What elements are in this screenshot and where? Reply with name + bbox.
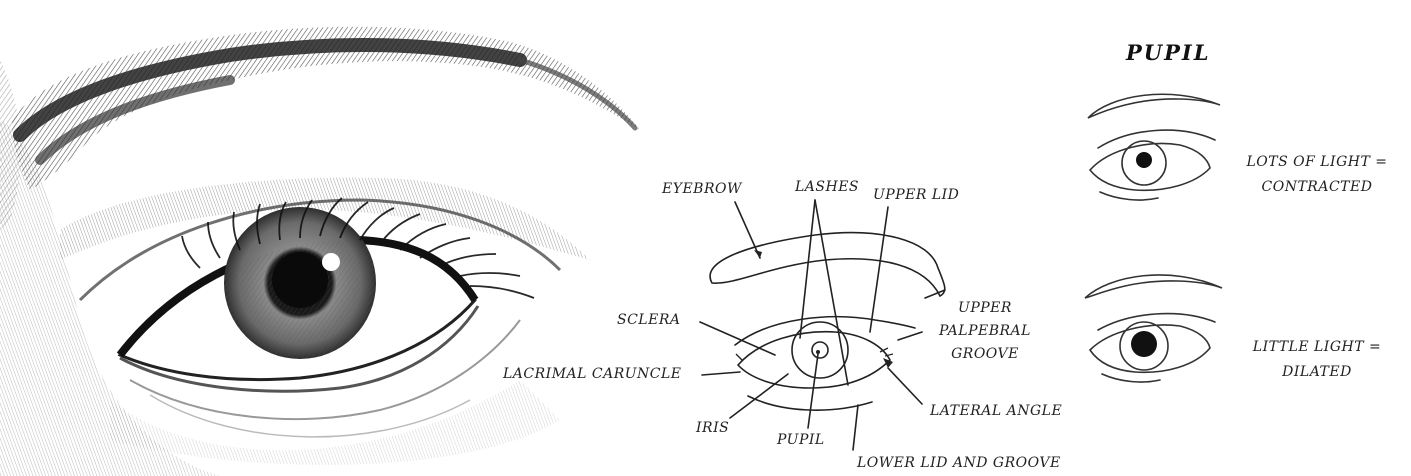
label-dilated: LITTLE LIGHT = DILATED <box>1232 335 1402 385</box>
label-contracted: LOTS OF LIGHT = CONTRACTED <box>1232 150 1402 200</box>
label-dilated-line1: LITTLE LIGHT = <box>1232 335 1402 360</box>
label-contracted-line2: CONTRACTED <box>1232 175 1402 200</box>
contracted-pupil <box>1136 152 1152 168</box>
contracted-eye-outline <box>1090 144 1210 191</box>
contracted-eyebrow <box>1088 94 1220 118</box>
dilated-eyebrow <box>1085 275 1222 298</box>
dilated-pupil <box>1131 331 1157 357</box>
label-contracted-line1: LOTS OF LIGHT = <box>1232 150 1402 175</box>
label-dilated-line2: DILATED <box>1232 360 1402 385</box>
